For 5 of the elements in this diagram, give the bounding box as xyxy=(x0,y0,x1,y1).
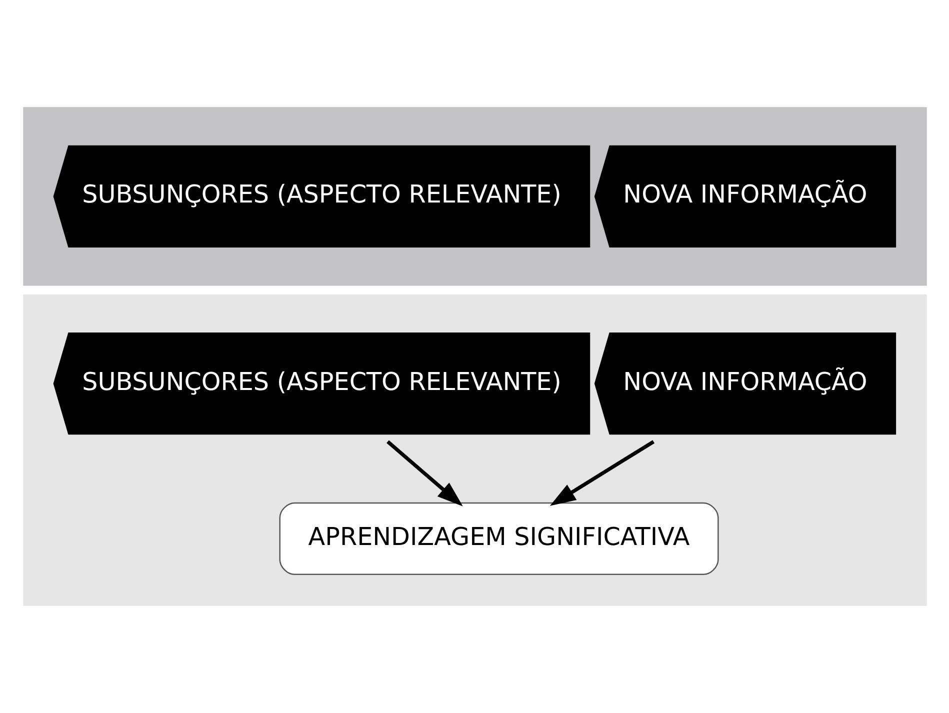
node-box: APRENDIZAGEM SIGNIFICATIVA xyxy=(278,502,718,576)
arrow xyxy=(386,440,462,506)
cluster xyxy=(22,107,926,286)
cluster xyxy=(22,294,926,606)
arrow xyxy=(549,440,654,506)
